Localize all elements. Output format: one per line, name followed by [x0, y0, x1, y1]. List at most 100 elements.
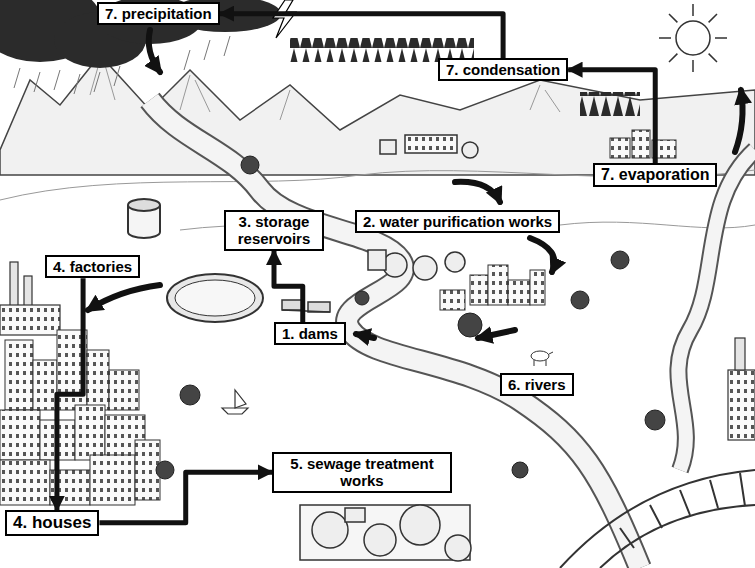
- river: [678, 150, 755, 470]
- boat: [222, 390, 248, 414]
- river: [678, 150, 755, 470]
- label-box: 4. houses: [5, 510, 99, 536]
- factory: [0, 305, 60, 335]
- label-text: 5. sewage treatment works: [280, 455, 444, 490]
- label-box: 6. rivers: [500, 373, 574, 396]
- bridge: [560, 470, 755, 568]
- label-box: 3. storage reservoirs: [224, 210, 324, 251]
- trees: [156, 461, 174, 479]
- flow-arrow: [735, 90, 743, 152]
- factory: [24, 276, 32, 306]
- trees: [512, 462, 528, 478]
- river: [150, 100, 755, 568]
- label-text: 7. evaporation: [601, 166, 709, 184]
- cow: [531, 351, 553, 366]
- flow-arrow: [149, 30, 160, 72]
- sewage-works: [400, 505, 440, 545]
- houses: [0, 330, 160, 505]
- purification-works: [405, 135, 457, 153]
- label-box: 7. precipitation: [97, 2, 220, 25]
- storm-cloud: [0, 0, 281, 68]
- factory: [10, 262, 18, 306]
- flow-arrow: [568, 70, 655, 163]
- flow-arrow: [220, 14, 503, 58]
- factory: [735, 338, 745, 370]
- sewage-works: [364, 524, 396, 556]
- trees: [156, 156, 665, 479]
- label-text: 3. storage reservoirs: [232, 213, 316, 248]
- flow-arrow: [530, 238, 554, 272]
- flow-arrow: [455, 182, 500, 202]
- factory: [0, 262, 755, 440]
- forest: [580, 92, 640, 116]
- town: [508, 280, 530, 305]
- label-text: 7. condensation: [446, 61, 560, 78]
- flow-arrow: [57, 278, 83, 510]
- houses: [0, 410, 40, 460]
- storage-reservoir: [128, 199, 160, 211]
- houses: [109, 370, 139, 410]
- trees: [645, 410, 665, 430]
- houses: [87, 350, 109, 410]
- town: [632, 130, 650, 158]
- trees: [180, 385, 200, 405]
- town: [440, 290, 465, 310]
- label-text: 6. rivers: [508, 376, 566, 393]
- mountains: [0, 55, 755, 175]
- purification-works: [368, 250, 386, 270]
- label-text: 1. dams: [282, 325, 338, 342]
- sun: [659, 4, 727, 72]
- lightning: [273, 0, 296, 38]
- sewage-works: [445, 535, 471, 561]
- purification-works: [368, 135, 478, 280]
- purification-works: [380, 140, 396, 154]
- sewage-works: [312, 512, 348, 548]
- label-text: 4. factories: [53, 258, 132, 275]
- label-box: 5. sewage treatment works: [272, 452, 452, 493]
- dam: [282, 300, 330, 312]
- sewage-works: [300, 505, 470, 560]
- town: [610, 138, 630, 158]
- trees: [355, 291, 369, 305]
- hill-shading: [0, 60, 755, 230]
- town: [530, 270, 545, 305]
- bridge: [600, 505, 755, 568]
- houses: [5, 340, 33, 410]
- bridge: [620, 473, 745, 548]
- cow: [534, 352, 553, 366]
- label-text: 2. water purification works: [363, 213, 552, 230]
- houses: [75, 405, 105, 460]
- boat: [222, 408, 248, 414]
- river: [150, 100, 640, 568]
- cow: [531, 351, 549, 361]
- houses: [90, 455, 135, 505]
- dam: [282, 310, 330, 312]
- factory: [728, 370, 755, 440]
- label-box: 7. evaporation: [593, 163, 717, 187]
- flow-arrow: [478, 330, 515, 338]
- trees: [571, 291, 589, 309]
- flow-arrow: [99, 472, 272, 523]
- label-text: 7. precipitation: [105, 5, 212, 22]
- rain: [14, 36, 230, 94]
- flow-arrow: [274, 251, 303, 323]
- trees: [241, 156, 259, 174]
- purification-works: [445, 252, 465, 272]
- storage-reservoir: [175, 280, 255, 316]
- river: [150, 100, 640, 568]
- sun: [676, 21, 710, 55]
- mountains: [0, 55, 755, 175]
- purification-works: [462, 142, 478, 158]
- label-box: 4. factories: [45, 255, 140, 278]
- flow-arrow: [88, 285, 160, 310]
- flow-arrow: [356, 334, 374, 338]
- sewage-works: [345, 508, 365, 522]
- town: [488, 265, 508, 305]
- trees: [458, 313, 482, 337]
- houses: [0, 460, 50, 505]
- sun: [659, 4, 727, 72]
- label-box: 7. condensation: [438, 58, 568, 81]
- bridge: [560, 470, 755, 568]
